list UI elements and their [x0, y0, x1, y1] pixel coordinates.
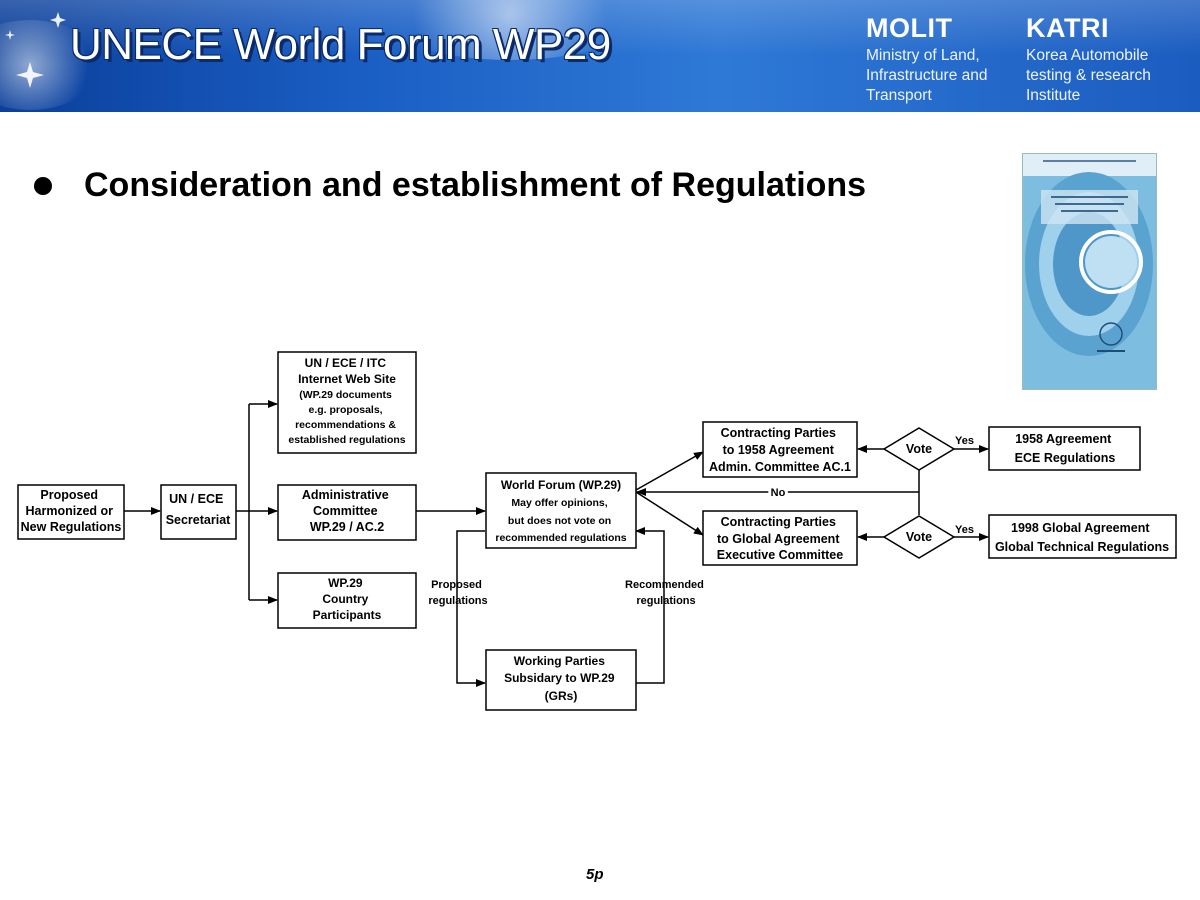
edge-label-no: No [771, 487, 786, 499]
node-cpglobal-text: Contracting Parties to Global Agreement … [717, 515, 843, 562]
edge-label-proposed-regs: Proposed regulations [428, 579, 487, 607]
bullet-text: Consideration and establishment of Regul… [84, 166, 867, 204]
node-web-site [277, 351, 417, 454]
node-1958-text: 1958 Agreement ECE Regulations [1015, 432, 1116, 465]
slide-header: UNECE World Forum WP29 MOLIT Ministry of… [0, 0, 1200, 112]
node-cp-1958 [702, 421, 858, 478]
node-cp1958-text: Contracting Parties to 1958 Agreement Ad… [709, 426, 851, 474]
slide-title: UNECE World Forum WP29 [70, 20, 611, 69]
node-vote-1-text: Vote [906, 442, 932, 456]
node-cp-global [702, 510, 858, 566]
node-country-participants [277, 572, 417, 629]
node-vote-2-text: Vote [906, 530, 932, 544]
node-working-parties [485, 649, 637, 711]
edge-label-yes-1: Yes [955, 435, 974, 447]
org-abbr: KATRI [1026, 13, 1109, 43]
org-full-name: Korea Automobile testing & research Inst… [1026, 47, 1151, 104]
node-country-text: WP.29 Country Participants [313, 576, 382, 622]
node-1998-text: 1998 Global Agreement Global Technical R… [995, 521, 1169, 554]
node-vote-2 [882, 515, 956, 559]
org-abbr: MOLIT [866, 13, 953, 43]
node-secretariat-text: UN / ECE Secretariat [166, 492, 231, 527]
node-working-text: Working Parties Subsidary to WP.29 (GRs) [504, 654, 618, 703]
org-katri: KATRI Korea Automobile testing & researc… [1026, 12, 1151, 106]
org-full-name: Ministry of Land, Infrastructure and Tra… [866, 47, 988, 104]
node-secretariat [160, 484, 237, 540]
node-admin-text: Administrative Committee WP.29 / AC.2 [302, 488, 392, 534]
document-cover-image [1022, 153, 1157, 390]
node-vote-1 [882, 427, 956, 471]
node-1958-agreement [988, 426, 1141, 471]
node-admin-committee [277, 484, 417, 541]
edge-label-yes-2: Yes [955, 524, 974, 536]
node-proposed-text: Proposed Harmonized or New Regulations [21, 488, 122, 534]
node-forum-text: World Forum (WP.29) [501, 478, 621, 492]
page-number: 5p [586, 866, 604, 883]
node-proposed-regulations [17, 484, 125, 540]
node-website-detail-text: (WP.29 documents e.g. proposals, recomme… [288, 389, 405, 446]
sparkle-icon [5, 12, 66, 88]
bullet-point: Consideration and establishment of Regul… [34, 166, 866, 205]
node-website-text: UN / ECE / ITC Internet Web Site [298, 356, 396, 386]
node-world-forum [485, 472, 637, 549]
edge-label-recommended-regs: Recommended regulations [625, 579, 707, 607]
node-forum-detail-text: May offer opinions, but does not vote on… [495, 497, 626, 544]
org-molit: MOLIT Ministry of Land, Infrastructure a… [866, 12, 987, 106]
node-1998-agreement [988, 514, 1177, 559]
bullet-dot-icon [34, 176, 52, 195]
